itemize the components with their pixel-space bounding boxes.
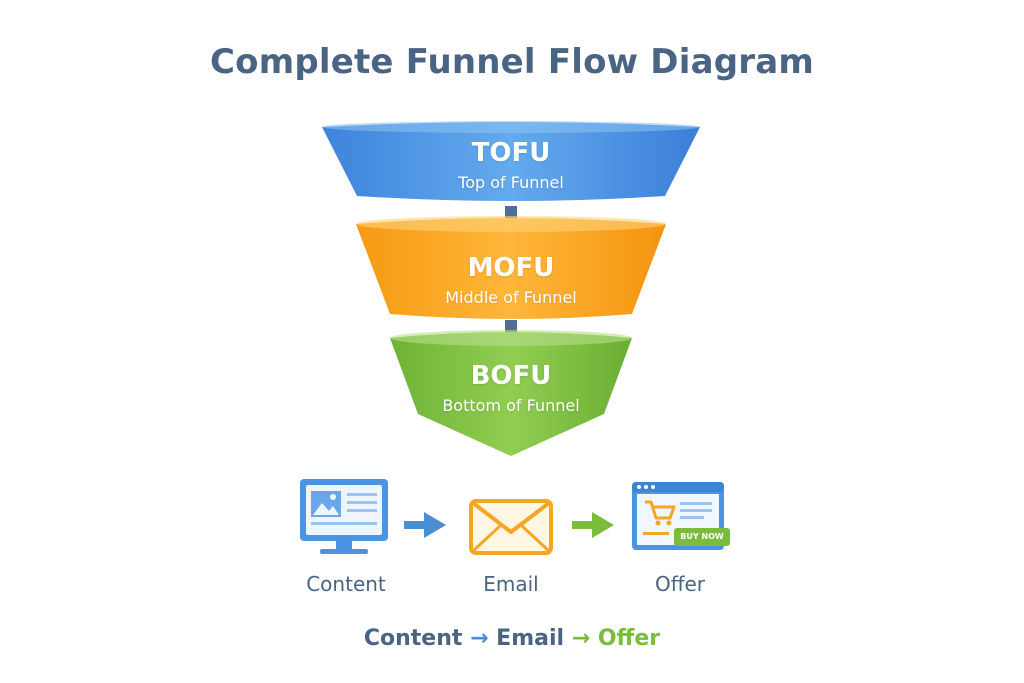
- stage-tofu: TOFU Top of Funnel: [341, 138, 681, 194]
- right-arrow-icon: [572, 512, 614, 538]
- stage-code: MOFU: [467, 253, 555, 283]
- stage-description: Bottom of Funnel: [442, 396, 580, 415]
- summary-arrow: →: [571, 626, 591, 651]
- monitor-icon: [300, 479, 388, 554]
- summary-step-offer: Offer: [597, 626, 661, 651]
- stage-description: Top of Funnel: [458, 173, 564, 192]
- bofu-band: [390, 330, 632, 456]
- stage-code: BOFU: [470, 361, 552, 391]
- mofu-band: [356, 216, 666, 319]
- flow-label-email: Email: [483, 572, 539, 596]
- flow-summary: Content → Email → Offer: [0, 626, 1024, 651]
- summary-step-content: Content: [363, 626, 463, 651]
- envelope-icon: [469, 499, 553, 555]
- flow-label-content: Content: [306, 572, 386, 596]
- diagram-title: Complete Funnel Flow Diagram: [209, 42, 815, 82]
- summary-step-email: Email: [496, 626, 565, 651]
- stage-code: TOFU: [471, 138, 551, 168]
- summary-arrow: →: [470, 626, 489, 651]
- tofu-band: [322, 121, 700, 201]
- stage-description: Middle of Funnel: [445, 288, 577, 307]
- flow-label-offer: Offer: [654, 572, 706, 596]
- shopping-cart-icon: [645, 500, 676, 526]
- stage-mofu: MOFU Middle of Funnel: [341, 253, 681, 309]
- stage-bofu: BOFU Bottom of Funnel: [341, 361, 681, 417]
- right-arrow-icon: [404, 512, 446, 538]
- buy-now-badge: BUY NOW: [674, 528, 730, 546]
